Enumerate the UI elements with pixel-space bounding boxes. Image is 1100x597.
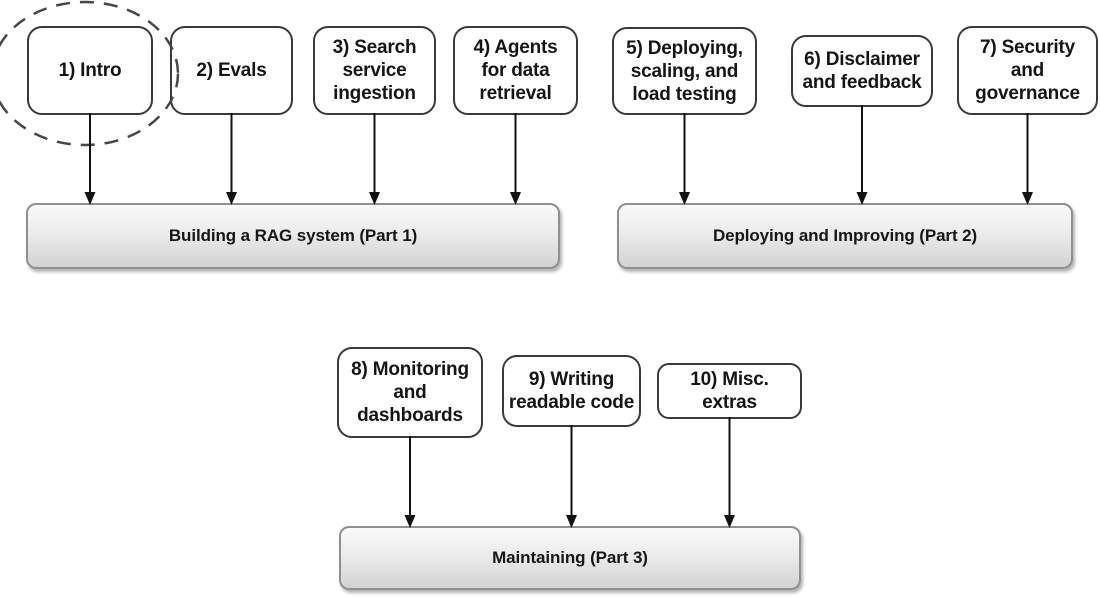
step-label: 7) Security and governance: [975, 37, 1080, 104]
step-box-writing-readable-code: 9) Writing readable code: [502, 355, 641, 427]
step-box-deploying-scaling-load-testing: 5) Deploying, scaling, and load testing: [612, 27, 757, 115]
part-bar-label: Building a RAG system (Part 1): [168, 226, 418, 245]
step-box-monitoring-and-dashboards: 8) Monitoring and dashboards: [337, 347, 483, 438]
step-label: 5) Deploying, scaling, and load testing: [626, 37, 743, 105]
step-label: 9) Writing readable code: [508, 369, 635, 413]
step-box-intro: 1) Intro: [27, 26, 153, 115]
step-label: 4) Agents for data retrieval: [473, 37, 558, 104]
part-bar-label: Maintaining (Part 3): [492, 548, 648, 567]
part-bar-building-rag-system: Building a RAG system (Part 1): [26, 203, 560, 269]
step-label: 10) Misc. extras: [690, 369, 769, 413]
step-label: 6) Disclaimer and feedback: [802, 49, 922, 93]
step-label: 1) Intro: [58, 60, 122, 81]
step-box-security-and-governance: 7) Security and governance: [957, 26, 1098, 115]
step-box-misc-extras: 10) Misc. extras: [657, 363, 802, 419]
part-bar-label: Deploying and Improving (Part 2): [712, 226, 978, 245]
step-label: 2) Evals: [196, 60, 267, 81]
step-label: 3) Search service ingestion: [332, 37, 417, 104]
part-bar-deploying-and-improving: Deploying and Improving (Part 2): [617, 203, 1073, 269]
step-box-agents-for-data-retrieval: 4) Agents for data retrieval: [453, 26, 578, 115]
step-box-evals: 2) Evals: [170, 26, 293, 115]
step-box-disclaimer-and-feedback: 6) Disclaimer and feedback: [791, 35, 933, 107]
step-box-search-service-ingestion: 3) Search service ingestion: [313, 26, 436, 115]
part-bar-maintaining: Maintaining (Part 3): [339, 526, 801, 590]
step-label: 8) Monitoring and dashboards: [351, 359, 469, 426]
